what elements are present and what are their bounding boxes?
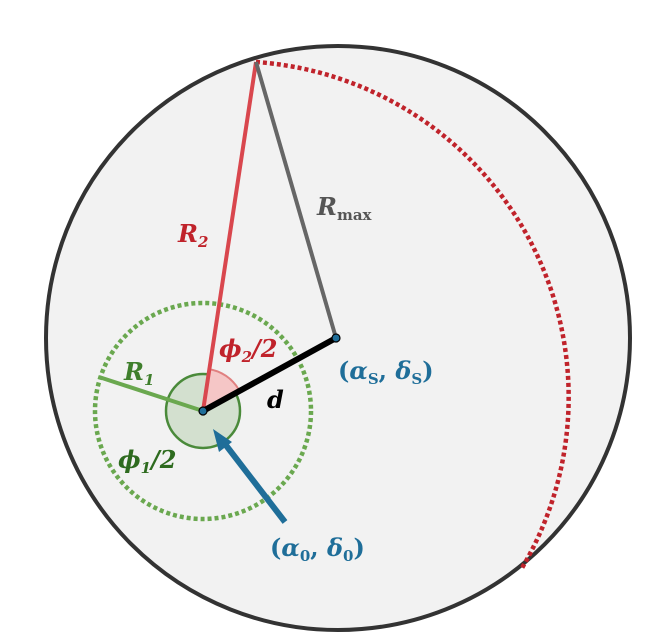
- source-point: [331, 333, 341, 343]
- origin-label: (α0, δ0): [270, 533, 365, 565]
- r2-label: R2: [177, 219, 208, 251]
- r1-boundary-circle: [92, 300, 314, 522]
- origin-arrow-shaft: [222, 442, 288, 524]
- source-label: (αS, δS): [338, 356, 434, 388]
- origin-point: [198, 406, 208, 416]
- r1-line: [98, 375, 204, 413]
- r2-line: [201, 61, 258, 412]
- phi2-label: ϕ2/2: [219, 334, 278, 366]
- phi1-label: ϕ1/2: [118, 445, 177, 477]
- rmax-line: [254, 61, 338, 339]
- rmax-label: Rmax: [316, 192, 373, 224]
- origin-arrow-head: [213, 429, 232, 452]
- r1-label: R1: [123, 357, 154, 389]
- d-line: [201, 335, 338, 414]
- d-label: d: [267, 385, 284, 414]
